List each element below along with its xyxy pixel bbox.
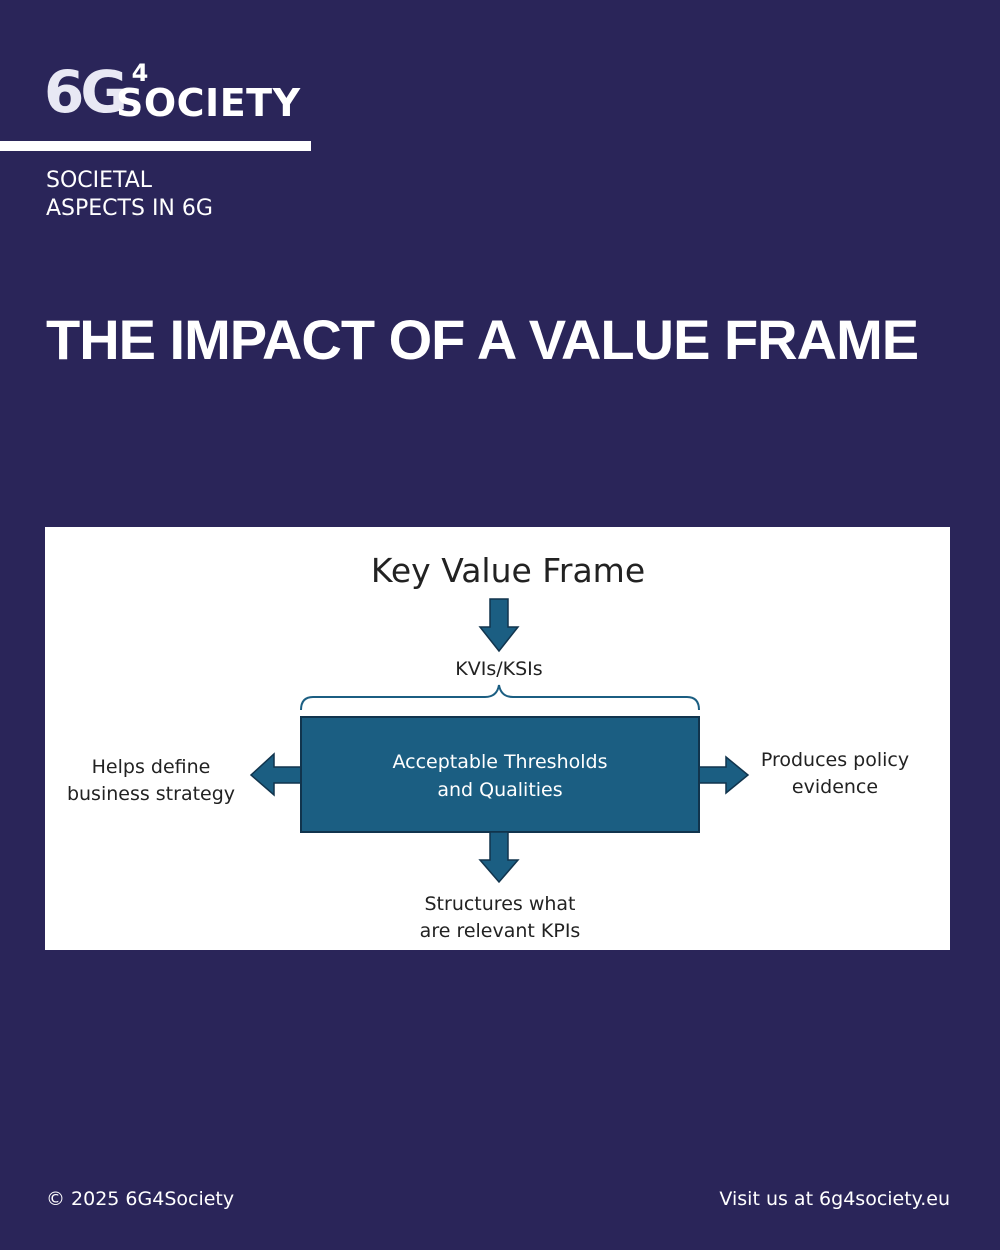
right-line-1: Produces policy (761, 749, 909, 771)
core-line-2: and Qualities (437, 779, 562, 801)
tagline-line-2: ASPECTS IN 6G (46, 196, 213, 221)
logo-6g: 6G (44, 58, 128, 126)
page-title: THE IMPACT OF A VALUE FRAME (46, 308, 919, 371)
input-label: KVIs/KSIs (455, 658, 542, 680)
brand-logo: 6G 4 SOCIETY (44, 60, 324, 130)
down-arrow-bottom (478, 831, 520, 884)
left-arrow (249, 752, 302, 797)
copyright-text: © 2025 6G4Society (46, 1188, 235, 1210)
website-link-text: Visit us at 6g4society.eu (719, 1188, 950, 1210)
right-line-2: evidence (792, 776, 878, 798)
tagline-line-1: SOCIETAL (46, 168, 153, 193)
core-box (300, 716, 700, 833)
core-line-1: Acceptable Thresholds (392, 751, 607, 773)
logo-underline (0, 141, 311, 151)
logo-wordmark: SOCIETY (116, 81, 301, 125)
right-arrow (698, 755, 750, 795)
left-line-1: Helps define (92, 756, 211, 778)
left-line-2: business strategy (67, 783, 235, 805)
tagline: SOCIETAL ASPECTS IN 6G (46, 167, 213, 223)
brace-bracket (300, 684, 700, 711)
diagram-canvas: Key Value Frame KVIs/KSIs Acceptable Thr… (67, 551, 909, 942)
down-arrow-top (478, 598, 520, 653)
diagram-title: Key Value Frame (371, 551, 645, 590)
bottom-line-2: are relevant KPIs (420, 920, 581, 942)
logo-superscript: 4 (131, 59, 149, 87)
bottom-line-1: Structures what (425, 893, 576, 915)
value-frame-diagram: Key Value Frame KVIs/KSIs Acceptable Thr… (45, 527, 950, 950)
